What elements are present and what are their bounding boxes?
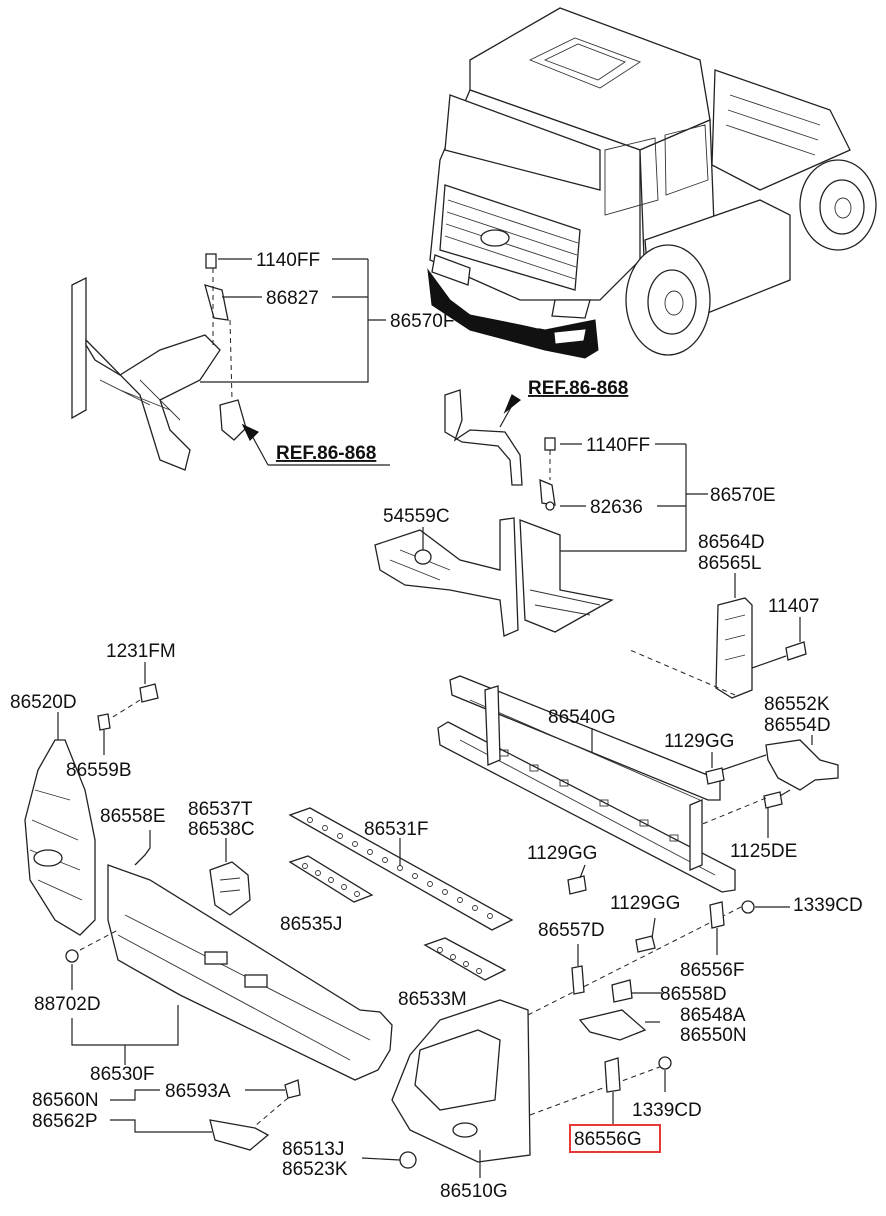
callout-labels: 1140FF 86827 86570F REF.86-868 REF.86-86… xyxy=(10,250,863,1202)
label-86548a: 86548A xyxy=(680,1005,746,1026)
grille-86535j xyxy=(288,855,374,903)
label-86533m: 86533M xyxy=(398,989,467,1010)
label-11407: 11407 xyxy=(768,596,819,617)
label-82636: 82636 xyxy=(590,497,643,518)
label-86538c: 86538C xyxy=(188,819,255,840)
bracket-86552k xyxy=(699,735,839,838)
leaders-86570f xyxy=(200,258,390,466)
label-ref-lower: REF.86-868 xyxy=(276,443,376,464)
label-86513j: 86513J xyxy=(282,1139,344,1160)
label-86560n: 86560N xyxy=(32,1090,99,1111)
grille-86531f xyxy=(288,807,514,931)
corner-bumper-86510g xyxy=(361,904,746,1178)
label-86570f: 86570F xyxy=(390,311,454,332)
label-86558e: 86558E xyxy=(100,806,166,827)
highlight-box-86556g xyxy=(569,1124,661,1153)
label-86556f: 86556F xyxy=(680,960,744,981)
bracket-assembly-86570e xyxy=(374,389,614,637)
label-86537t: 86537T xyxy=(188,799,253,820)
label-86531f: 86531F xyxy=(364,819,428,840)
label-86570e: 86570E xyxy=(710,485,776,506)
label-86564d: 86564D xyxy=(698,532,765,553)
label-86562p: 86562P xyxy=(32,1111,98,1132)
label-86520d: 86520D xyxy=(10,692,77,713)
label-1339cd-b: 1339CD xyxy=(632,1100,702,1121)
label-86523k: 86523K xyxy=(282,1159,348,1180)
garnish-86560n xyxy=(110,1079,301,1151)
label-86565l: 86565L xyxy=(698,553,761,574)
label-86556g: 86556G xyxy=(574,1129,642,1150)
label-1129gg-b: 1129GG xyxy=(527,843,597,864)
side-bracket-86564d xyxy=(629,573,807,699)
label-1140ff-lower: 1140FF xyxy=(586,435,650,456)
label-86558d: 86558D xyxy=(660,984,727,1005)
label-86554d: 86554D xyxy=(764,715,831,736)
side-panel-86520d xyxy=(24,662,159,936)
label-86540g: 86540G xyxy=(548,707,616,728)
label-86530f: 86530F xyxy=(90,1064,154,1085)
leaders-86570e xyxy=(422,394,708,552)
front-bumper-86530f xyxy=(65,830,393,1081)
label-1140ff-upper: 1140FF xyxy=(256,250,320,271)
label-86593a: 86593A xyxy=(165,1081,231,1102)
label-86557d: 86557D xyxy=(538,920,605,941)
label-1125de: 1125DE xyxy=(730,841,797,862)
label-86559b: 86559B xyxy=(66,760,132,781)
bracket-assembly-86570f xyxy=(71,253,247,471)
label-1231fm: 1231FM xyxy=(106,641,176,662)
label-1129gg-c: 1129GG xyxy=(610,893,680,914)
label-54559c: 54559C xyxy=(383,506,450,527)
reinforcement-beam-86540g xyxy=(437,675,736,893)
small-parts-right xyxy=(567,864,790,1125)
truck-illustration xyxy=(427,7,877,359)
license-bracket-86537t xyxy=(209,838,251,916)
label-86510g: 86510G xyxy=(440,1181,508,1202)
label-1339cd-a: 1339CD xyxy=(793,895,863,916)
label-86827: 86827 xyxy=(266,288,319,309)
label-86550n: 86550N xyxy=(680,1025,747,1046)
label-86535j: 86535J xyxy=(280,914,342,935)
label-86552k: 86552K xyxy=(764,694,830,715)
label-1129gg-a: 1129GG xyxy=(664,731,734,752)
label-ref-upper: REF.86-868 xyxy=(528,378,628,399)
label-88702d: 88702D xyxy=(34,994,101,1015)
grille-86533m xyxy=(423,937,507,981)
